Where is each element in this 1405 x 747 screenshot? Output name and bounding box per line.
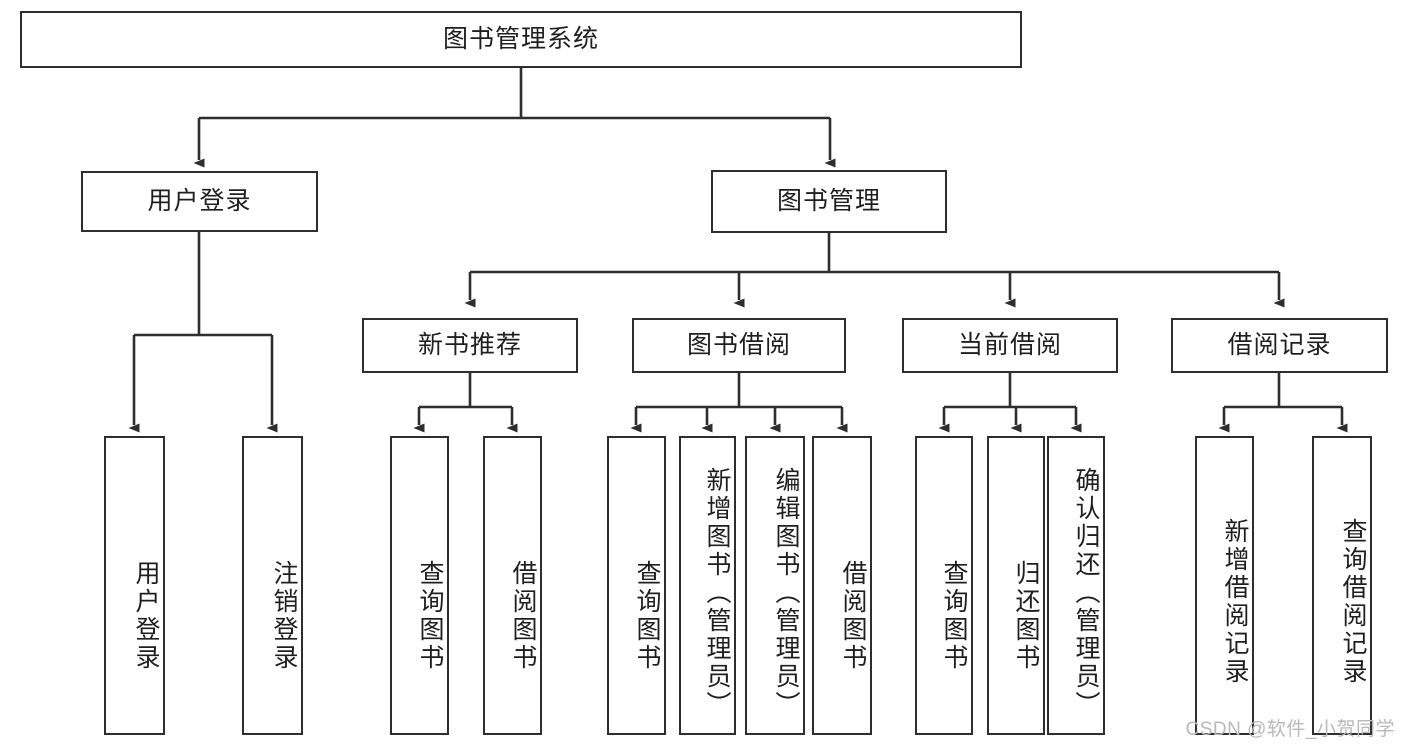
node-new-book-recommend-label: 新书推荐: [417, 330, 522, 359]
leaf-query-borrow-record-label: 查询借阅记录: [1339, 517, 1367, 686]
node-root[interactable]: 图书管理系统: [20, 11, 1022, 68]
leaf-query-book-current[interactable]: 查询图书: [915, 436, 973, 735]
leaf-confirm-return-admin[interactable]: 确认归还（管理员）: [1047, 436, 1105, 735]
node-book-borrow[interactable]: 图书借阅: [632, 318, 846, 373]
leaf-add-book-admin-label: 新增图书（管理员）: [703, 466, 731, 719]
leaf-query-borrow-record[interactable]: 查询借阅记录: [1312, 436, 1372, 735]
node-current-borrow-label: 当前借阅: [957, 330, 1062, 359]
leaf-borrow-book[interactable]: 借阅图书: [812, 436, 872, 735]
leaf-return-book-label: 归还图书: [1012, 559, 1040, 672]
leaf-return-book[interactable]: 归还图书: [987, 436, 1045, 735]
node-book-management[interactable]: 图书管理: [711, 170, 947, 233]
node-borrow-record-label: 借阅记录: [1227, 330, 1332, 359]
leaf-confirm-return-admin-label: 确认归还（管理员）: [1072, 466, 1100, 719]
leaf-edit-book-admin-label: 编辑图书（管理员）: [772, 466, 800, 719]
leaf-query-book-current-label: 查询图书: [940, 559, 968, 672]
node-new-book-recommend[interactable]: 新书推荐: [362, 318, 578, 373]
leaf-query-book-recommend-label: 查询图书: [416, 559, 444, 672]
node-book-management-label: 图书管理: [776, 186, 881, 215]
node-user-login-label: 用户登录: [147, 186, 252, 215]
leaf-query-book-borrow[interactable]: 查询图书: [607, 436, 666, 735]
watermark-text: CSDN @软件_小贺同学: [1185, 719, 1395, 740]
leaf-edit-book-admin[interactable]: 编辑图书（管理员）: [745, 436, 805, 735]
leaf-query-book-borrow-label: 查询图书: [633, 559, 661, 672]
node-book-borrow-label: 图书借阅: [686, 330, 791, 359]
leaf-add-borrow-record-label: 新增借阅记录: [1221, 517, 1249, 686]
leaf-borrow-book-recommend[interactable]: 借阅图书: [483, 436, 542, 735]
leaf-query-book-recommend[interactable]: 查询图书: [390, 436, 449, 735]
node-user-login[interactable]: 用户登录: [81, 171, 318, 232]
leaf-borrow-book-label: 借阅图书: [839, 559, 867, 672]
leaf-logout[interactable]: 注销登录: [242, 436, 303, 735]
node-borrow-record[interactable]: 借阅记录: [1171, 318, 1388, 373]
leaf-add-book-admin[interactable]: 新增图书（管理员）: [679, 436, 736, 735]
leaf-user-login-label: 用户登录: [132, 559, 160, 672]
leaf-add-borrow-record[interactable]: 新增借阅记录: [1195, 436, 1254, 735]
leaf-user-login[interactable]: 用户登录: [104, 436, 165, 735]
leaf-borrow-book-recommend-label: 借阅图书: [509, 559, 537, 672]
node-current-borrow[interactable]: 当前借阅: [902, 318, 1118, 373]
leaf-logout-label: 注销登录: [270, 559, 298, 672]
node-root-label: 图书管理系统: [442, 24, 599, 53]
